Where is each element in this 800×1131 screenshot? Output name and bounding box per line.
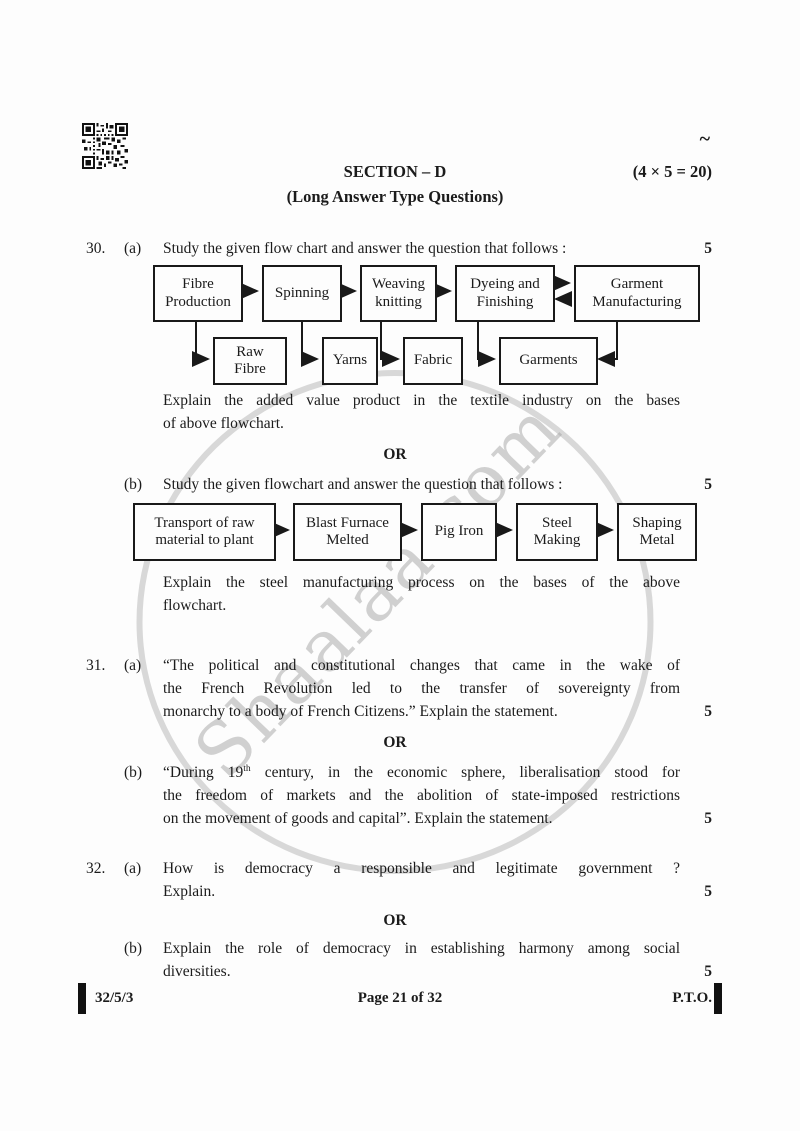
section-marks: (4 × 5 = 20) bbox=[632, 162, 712, 181]
flowchart-box-garment-manufacturing: Garment Manufacturing bbox=[574, 265, 700, 322]
section-heading: SECTION – D (4 × 5 = 20) bbox=[78, 160, 712, 183]
flowchart-box-dyeing-finishing: Dyeing and Finishing bbox=[455, 265, 555, 322]
flowchart-arrows bbox=[272, 522, 614, 538]
question-30b-header: (b) Study the given flowchart and answer… bbox=[78, 473, 712, 496]
tilde-mark: ~ bbox=[699, 128, 710, 150]
question-number: 30. bbox=[86, 240, 106, 257]
pto-label: P.T.O. bbox=[672, 990, 712, 1006]
flowchart-box-spinning: Spinning bbox=[262, 265, 342, 322]
superscript-th: th bbox=[243, 762, 251, 774]
marks-badge: 5 bbox=[704, 703, 712, 720]
question-30b-text: Explain the steel manufacturing process … bbox=[163, 574, 680, 614]
question-32a: 32. (a) How is democracy a responsible a… bbox=[78, 857, 712, 903]
flowchart-box-shaping-metal: Shaping Metal bbox=[617, 503, 697, 561]
question-prompt: Study the given flow chart and answer th… bbox=[163, 240, 567, 257]
question-30a-header: 30. (a) Study the given flow chart and a… bbox=[78, 237, 712, 260]
marks-badge: 5 bbox=[704, 810, 712, 827]
footer-left-bar bbox=[78, 983, 86, 1014]
flowchart-textile: Fibre Production Spinning Weaving knitti… bbox=[78, 262, 722, 388]
section-subtitle: (Long Answer Type Questions) bbox=[286, 187, 504, 206]
question-letter: (a) bbox=[124, 657, 142, 674]
page-number: Page 21 of 32 bbox=[357, 990, 443, 1006]
question-32b: (b) Explain the role of democracy in est… bbox=[78, 937, 712, 983]
or-separator: OR bbox=[383, 734, 407, 751]
paper-code: 32/5/3 bbox=[95, 990, 134, 1006]
question-letter: (b) bbox=[124, 764, 143, 781]
question-number: 31. bbox=[86, 657, 106, 674]
footer-right-bar bbox=[714, 983, 722, 1014]
flowchart-box-weaving-knitting: Weaving knitting bbox=[360, 265, 437, 322]
flowchart-box-steel-making: Steel Making bbox=[516, 503, 598, 561]
question-prompt: Study the given flowchart and answer the… bbox=[163, 476, 563, 493]
question-letter: (b) bbox=[124, 940, 143, 957]
marks-badge: 5 bbox=[704, 883, 712, 900]
flowchart-box-raw-fibre: Raw Fibre bbox=[213, 337, 287, 385]
question-31a: 31. (a) “The political and constitutiona… bbox=[78, 654, 712, 723]
or-separator: OR bbox=[383, 446, 407, 463]
question-30a-text: Explain the added value product in the t… bbox=[163, 392, 680, 432]
question-letter: (b) bbox=[124, 476, 143, 493]
flowchart-box-pig-iron: Pig Iron bbox=[421, 503, 497, 561]
question-number: 32. bbox=[86, 860, 106, 877]
flowchart-steel: Transport of raw material to plant Blast… bbox=[78, 500, 722, 562]
qr-code bbox=[82, 123, 128, 169]
question-31b: (b) “During 19th century, in the economi… bbox=[78, 761, 712, 830]
flowchart-box-garments: Garments bbox=[499, 337, 598, 385]
marks-badge: 5 bbox=[704, 240, 712, 257]
section-title: SECTION – D bbox=[343, 162, 447, 181]
flowchart-box-fibre-production: Fibre Production bbox=[153, 265, 243, 322]
flowchart-arrows bbox=[192, 275, 618, 367]
flowchart-box-fabric: Fabric bbox=[403, 337, 463, 385]
flowchart-box-blast-furnace: Blast Furnace Melted bbox=[293, 503, 402, 561]
marks-badge: 5 bbox=[704, 476, 712, 493]
marks-badge: 5 bbox=[704, 963, 712, 980]
question-letter: (a) bbox=[124, 240, 142, 257]
flowchart-box-yarns: Yarns bbox=[322, 337, 378, 385]
question-text-line: “During 19th century, in the economic sp… bbox=[163, 762, 680, 781]
or-separator: OR bbox=[383, 912, 407, 929]
flowchart-box-transport: Transport of raw material to plant bbox=[133, 503, 276, 561]
question-letter: (a) bbox=[124, 860, 142, 877]
